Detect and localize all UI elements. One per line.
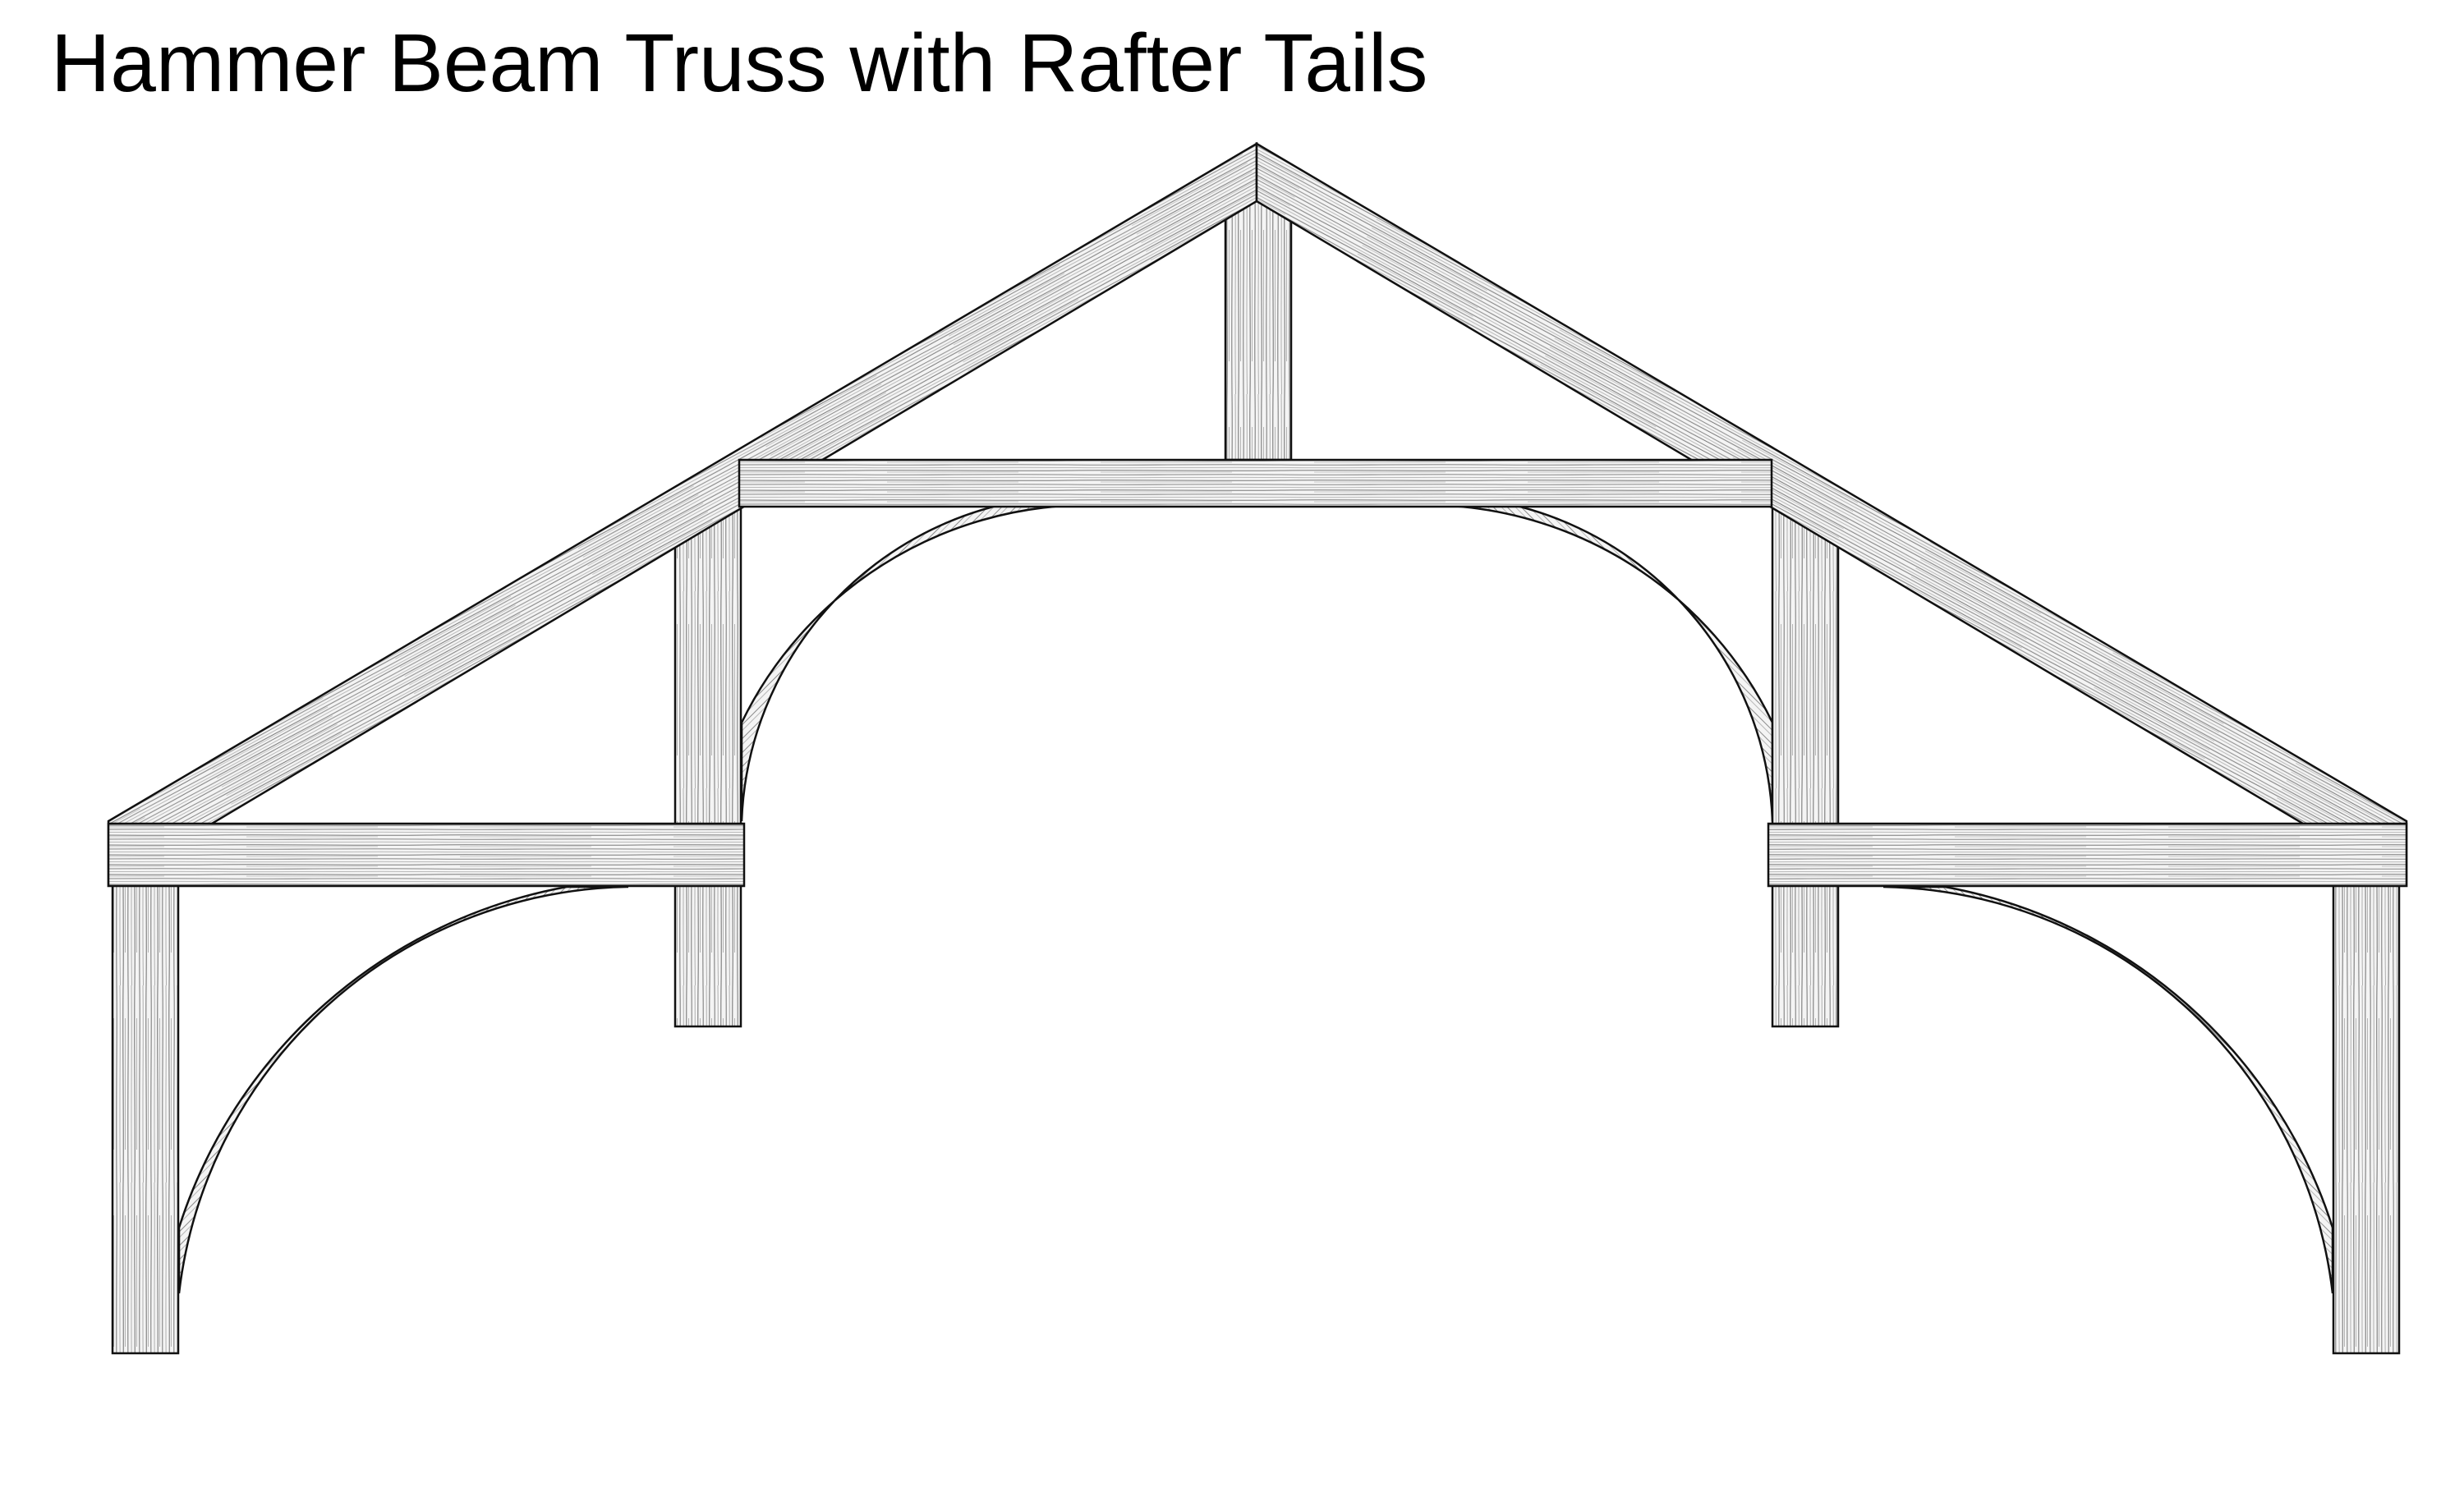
upper-arch-brace-left [740,494,1161,822]
upper-arch-brace-right [1354,494,1774,822]
collar-tie [738,458,1773,508]
lower-arch-brace-left [177,885,629,1294]
hammer-beam-left [107,822,746,888]
hammer-post-left [673,506,742,1028]
wall-post-right [2332,884,2401,1355]
page-title: Hammer Beam Truss with Rafter Tails [51,17,1428,109]
hammer-beam-right [1767,822,2408,888]
wall-post-left [111,884,180,1355]
lower-arch-brace-right [1882,885,2334,1294]
hammer-post-right [1771,506,1840,1028]
king-post [1224,175,1293,461]
